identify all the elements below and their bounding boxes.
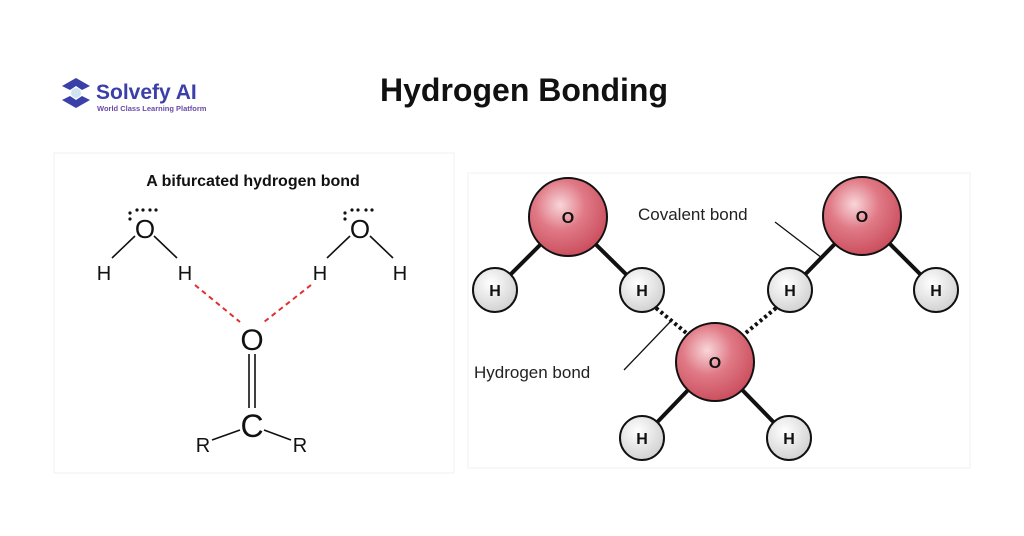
- atom-o: O: [240, 324, 263, 357]
- atom-h: H: [784, 283, 796, 300]
- atom-o: O: [562, 210, 574, 227]
- logo: Solvefy AI World Class Learning Platform: [62, 78, 207, 113]
- atom-h: H: [636, 283, 648, 300]
- atom-h: H: [313, 263, 327, 285]
- water-molecules-diagram: O O O H H H H H H Covalent bond Hydrogen…: [472, 176, 959, 461]
- atom-h: H: [97, 263, 111, 285]
- left-diagram-title: A bifurcated hydrogen bond: [146, 173, 360, 190]
- atom-h: H: [636, 431, 648, 448]
- atom-o: O: [135, 214, 155, 244]
- atom-h: H: [930, 283, 942, 300]
- page-title: Hydrogen Bonding: [380, 72, 668, 108]
- atom-h: H: [783, 431, 795, 448]
- atom-r: R: [196, 435, 210, 457]
- hydrogen-bond-label: Hydrogen bond: [474, 363, 590, 382]
- atom-o: O: [709, 355, 721, 372]
- hydrogen-bond-dashes: [194, 284, 312, 323]
- atom-r: R: [293, 435, 307, 457]
- logo-icon: [62, 78, 90, 108]
- atom-o: O: [856, 209, 868, 226]
- atom-h: H: [393, 263, 407, 285]
- bifurcated-bond-diagram: A bifurcated hydrogen bond O O O C H H H…: [97, 173, 407, 457]
- lone-pairs: [128, 208, 374, 221]
- logo-tagline: World Class Learning Platform: [97, 104, 207, 113]
- atom-c: C: [240, 408, 263, 444]
- atom-h: H: [489, 283, 501, 300]
- atom-o: O: [350, 214, 370, 244]
- covalent-bond-label: Covalent bond: [638, 205, 748, 224]
- logo-name: Solvefy AI: [96, 81, 197, 104]
- atom-h: H: [178, 263, 192, 285]
